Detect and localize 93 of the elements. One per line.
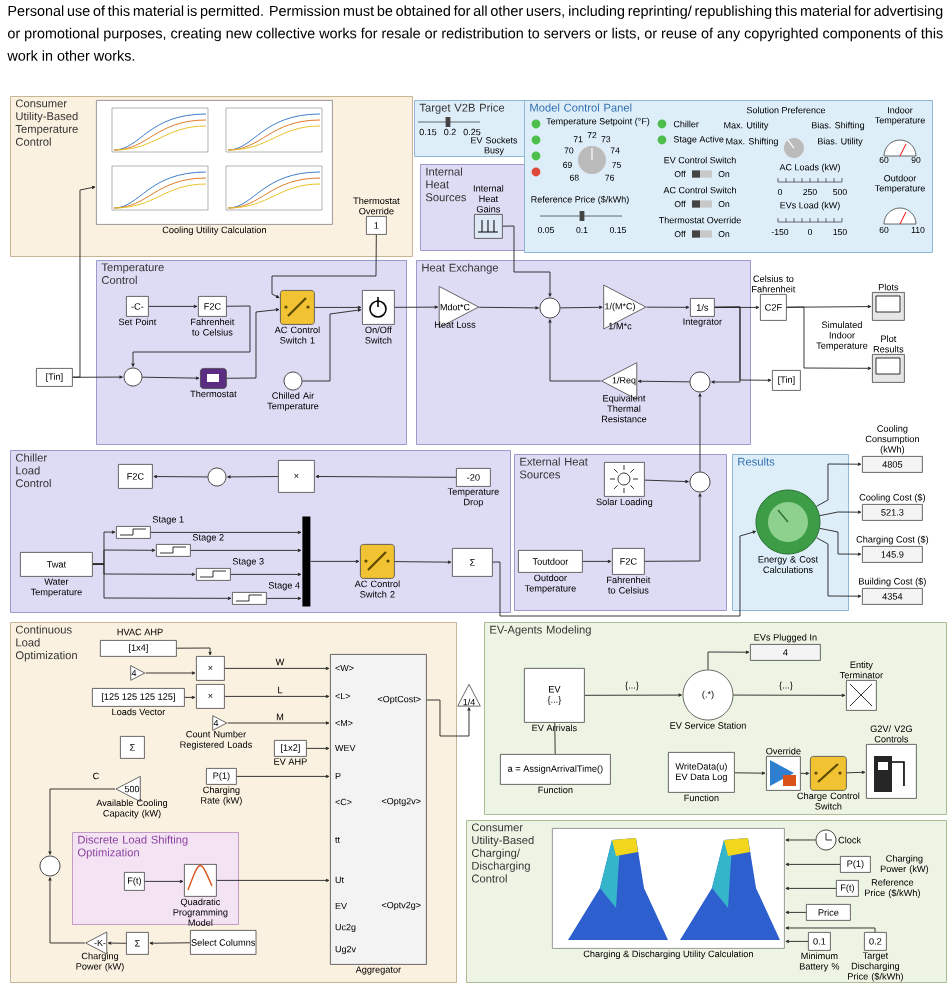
arrow — [816, 462, 862, 507]
override-block — [766, 756, 801, 791]
arrow — [698, 393, 702, 472]
arrow — [819, 510, 862, 517]
arrow — [224, 694, 330, 699]
arrow — [786, 306, 872, 370]
switch-block — [360, 544, 395, 579]
arrow — [394, 560, 452, 564]
power-switch-block — [362, 290, 395, 325]
arrow — [72, 375, 123, 379]
arrow — [224, 666, 330, 671]
terminator-block — [846, 680, 877, 711]
arrow — [302, 308, 362, 382]
arrow — [72, 185, 96, 378]
arrow — [315, 474, 457, 479]
scope-block — [872, 292, 905, 321]
arrow — [153, 474, 208, 479]
arrow — [145, 671, 196, 675]
arrow — [646, 305, 690, 309]
arrow — [216, 878, 330, 883]
arrow — [144, 879, 184, 884]
arrow — [584, 693, 682, 697]
arrow — [394, 305, 439, 309]
sum-junction — [207, 467, 227, 487]
optimizer-block — [184, 864, 217, 897]
arrow — [785, 838, 816, 842]
arrow — [48, 788, 116, 855]
arrow — [226, 308, 280, 379]
arrow — [711, 306, 741, 384]
arrow — [271, 234, 377, 299]
arrow — [149, 941, 191, 945]
step-block — [116, 526, 151, 539]
arrow — [502, 225, 552, 297]
surface-plot-drawing — [552, 828, 785, 949]
mux-bar — [302, 516, 311, 607]
arrow — [816, 537, 862, 598]
arrow — [266, 596, 302, 601]
plot-drawing — [96, 100, 333, 225]
sum-junction — [689, 471, 711, 493]
arrow — [176, 647, 212, 656]
sum-junction — [283, 371, 303, 391]
arrow — [306, 746, 330, 751]
arrow — [236, 774, 330, 779]
arrow — [184, 695, 196, 700]
arrow — [637, 379, 690, 383]
arrow — [150, 530, 302, 535]
sum-junction — [123, 367, 143, 387]
scope-block — [872, 354, 905, 383]
switch-block — [810, 756, 847, 791]
heat-gains-block — [474, 214, 503, 239]
arrow — [48, 877, 86, 944]
arrow — [310, 559, 360, 564]
arrow — [190, 548, 302, 553]
arrow — [107, 941, 127, 945]
arrow — [785, 926, 876, 933]
arrow — [785, 862, 841, 867]
arrow — [131, 305, 251, 367]
arrow — [707, 650, 750, 671]
calculation-block — [755, 489, 821, 555]
sum-junction — [39, 855, 61, 877]
arrow — [148, 304, 198, 309]
arrow — [785, 939, 809, 944]
arrow — [478, 306, 539, 310]
arrow — [142, 376, 200, 380]
sum-junction — [539, 297, 561, 319]
arrow — [785, 886, 837, 891]
arrow — [560, 305, 603, 309]
arrow — [426, 699, 471, 737]
arrow — [644, 493, 702, 562]
arrow — [734, 771, 766, 775]
arrow — [846, 770, 866, 774]
thermostat-block — [200, 368, 227, 389]
arrow — [314, 305, 362, 310]
switch-block — [280, 290, 315, 325]
arrow — [492, 530, 757, 617]
step-block — [232, 592, 267, 605]
arrow — [732, 693, 846, 697]
arrow — [227, 475, 279, 479]
arrow — [548, 319, 602, 382]
arrow — [800, 771, 810, 776]
arrow — [819, 527, 862, 556]
arrow — [92, 563, 232, 600]
arrow — [227, 721, 330, 725]
charger-block — [866, 744, 917, 799]
sum-junction — [689, 371, 711, 393]
arrow — [644, 479, 689, 484]
step-block — [156, 544, 191, 557]
arrow — [582, 559, 612, 564]
arrow — [785, 910, 807, 915]
step-block — [196, 568, 231, 581]
arrow — [230, 572, 302, 577]
sun-block — [604, 462, 645, 497]
clock-block — [815, 829, 837, 851]
